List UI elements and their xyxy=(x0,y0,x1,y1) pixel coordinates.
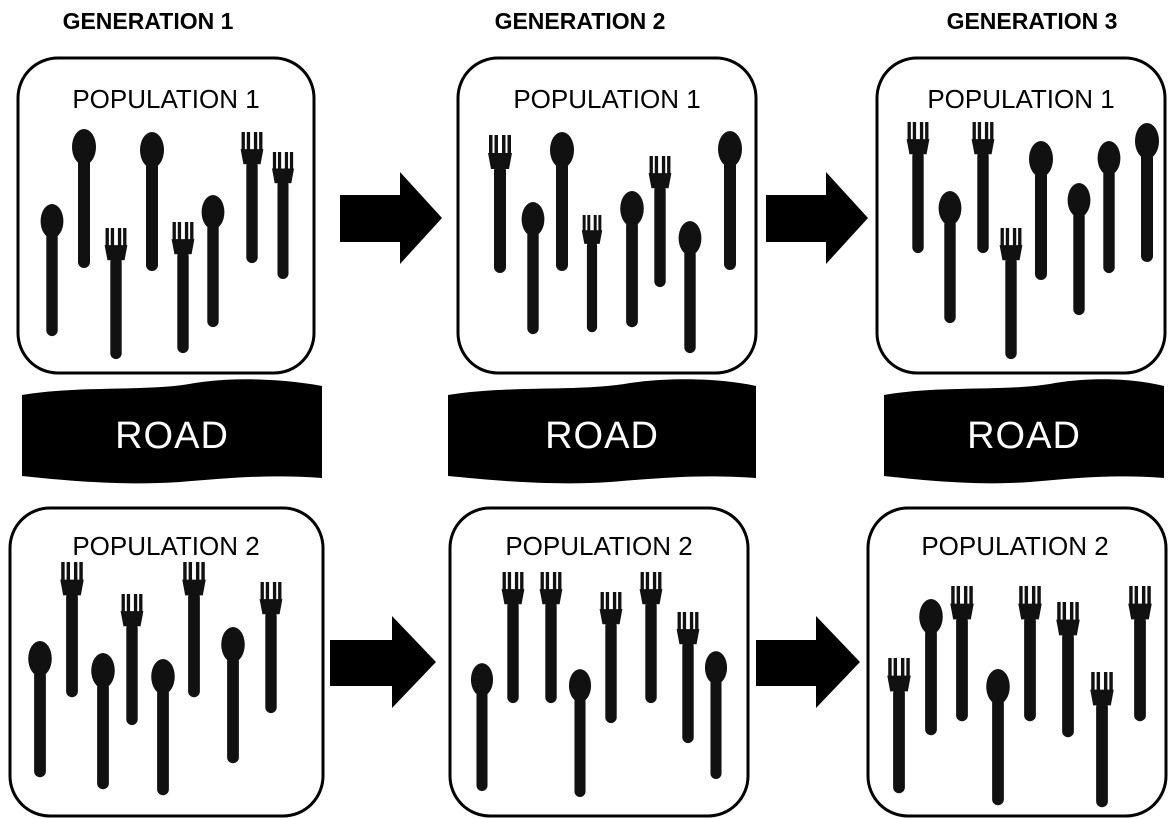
gen2-population-2-box xyxy=(448,506,750,818)
arrow-gen1-to-gen2-bottom xyxy=(330,616,436,708)
generation-2-title: GENERATION 2 xyxy=(495,8,666,34)
gen2-road-label: ROAD xyxy=(545,415,659,457)
generation-3-title: GENERATION 3 xyxy=(947,8,1118,34)
gen3-road-label: ROAD xyxy=(967,415,1081,457)
arrow-gen1-to-gen2-top xyxy=(340,172,442,264)
gen2-road xyxy=(448,379,756,484)
gen2-population-1-label: POPULATION 1 xyxy=(513,84,700,114)
gen3-road xyxy=(884,379,1164,484)
arrow-gen2-to-gen3-top xyxy=(766,172,868,264)
arrow-gen2-to-gen3-bottom xyxy=(756,616,860,708)
gen1-road-label: ROAD xyxy=(115,415,229,457)
gen1-population-2-label: POPULATION 2 xyxy=(72,531,259,561)
gen1-road xyxy=(22,379,322,484)
generation-1-title: GENERATION 1 xyxy=(63,8,234,34)
gen1-population-1-label: POPULATION 1 xyxy=(72,84,259,114)
gen3-population-2-label: POPULATION 2 xyxy=(921,531,1108,561)
gen2-population-2-label: POPULATION 2 xyxy=(505,531,692,561)
gen3-population-2-box xyxy=(866,506,1168,818)
gen3-population-1-label: POPULATION 1 xyxy=(927,84,1114,114)
